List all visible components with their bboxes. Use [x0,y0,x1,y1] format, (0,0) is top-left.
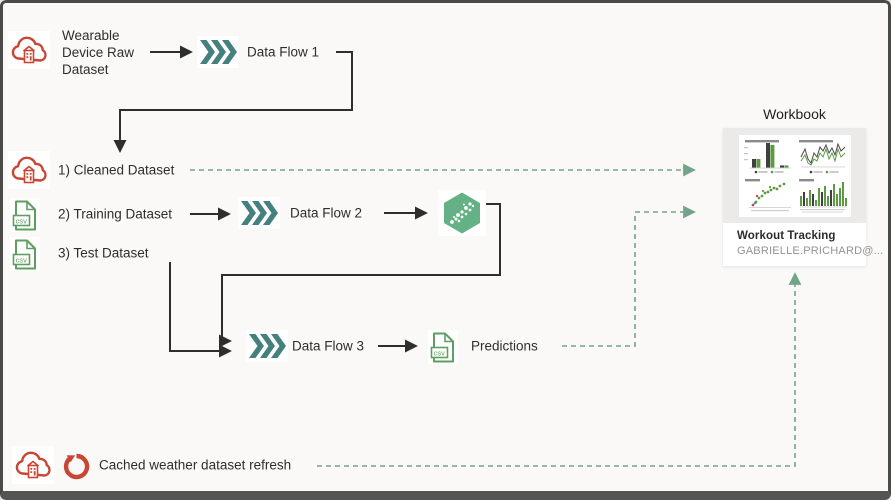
edge-test-to-dataflow3 [169,262,232,358]
cloud-application-icon [12,446,54,484]
cloud-application-icon [8,151,50,189]
refresh-icon [60,448,92,482]
workbook-card-owner: GABRIELLE.PRICHARD@... [737,245,884,257]
workbook-card-name: Workout Tracking [737,230,836,242]
workbook-card[interactable]: Workout Tracking GABRIELLE.PRICHARD@... [723,128,884,266]
svg-text:csv: csv [434,348,446,357]
label-data-flow-3: Data Flow 3 [292,338,365,354]
edge-predictions-to-workbook [562,205,696,347]
data-flow-2-icon [238,197,280,229]
svg-text:csv: csv [16,216,28,225]
label-test-dataset: 3) Test Dataset [58,245,149,261]
workbook-card-info: Workout Tracking GABRIELLE.PRICHARD@... [723,223,884,266]
cloud-application-icon [8,31,50,69]
machine-learning-model-icon [438,190,486,236]
csv-file-icon: csv [428,330,458,364]
workbook-thumbnail-area [723,128,866,223]
label-wearable-raw-dataset: Wearable Device Raw Dataset [62,28,135,77]
label-cached-refresh: Cached weather dataset refresh [99,457,292,473]
svg-text:csv: csv [16,255,28,264]
csv-file-icon: csv [10,237,40,271]
data-flow-1-icon [197,36,239,68]
label-predictions: Predictions [471,338,538,354]
label-data-flow-1: Data Flow 1 [247,44,320,60]
data-flow-3-icon [246,330,288,362]
workbook-title: Workbook [763,106,826,122]
edge-refresh-to-workbook [317,272,802,467]
label-training-dataset: 2) Training Dataset [58,206,173,222]
label-cleaned-dataset: 1) Cleaned Dataset [58,162,175,178]
label-data-flow-2: Data Flow 2 [290,205,363,221]
csv-file-icon: csv [10,198,40,232]
workbook-thumbnail [738,134,851,217]
